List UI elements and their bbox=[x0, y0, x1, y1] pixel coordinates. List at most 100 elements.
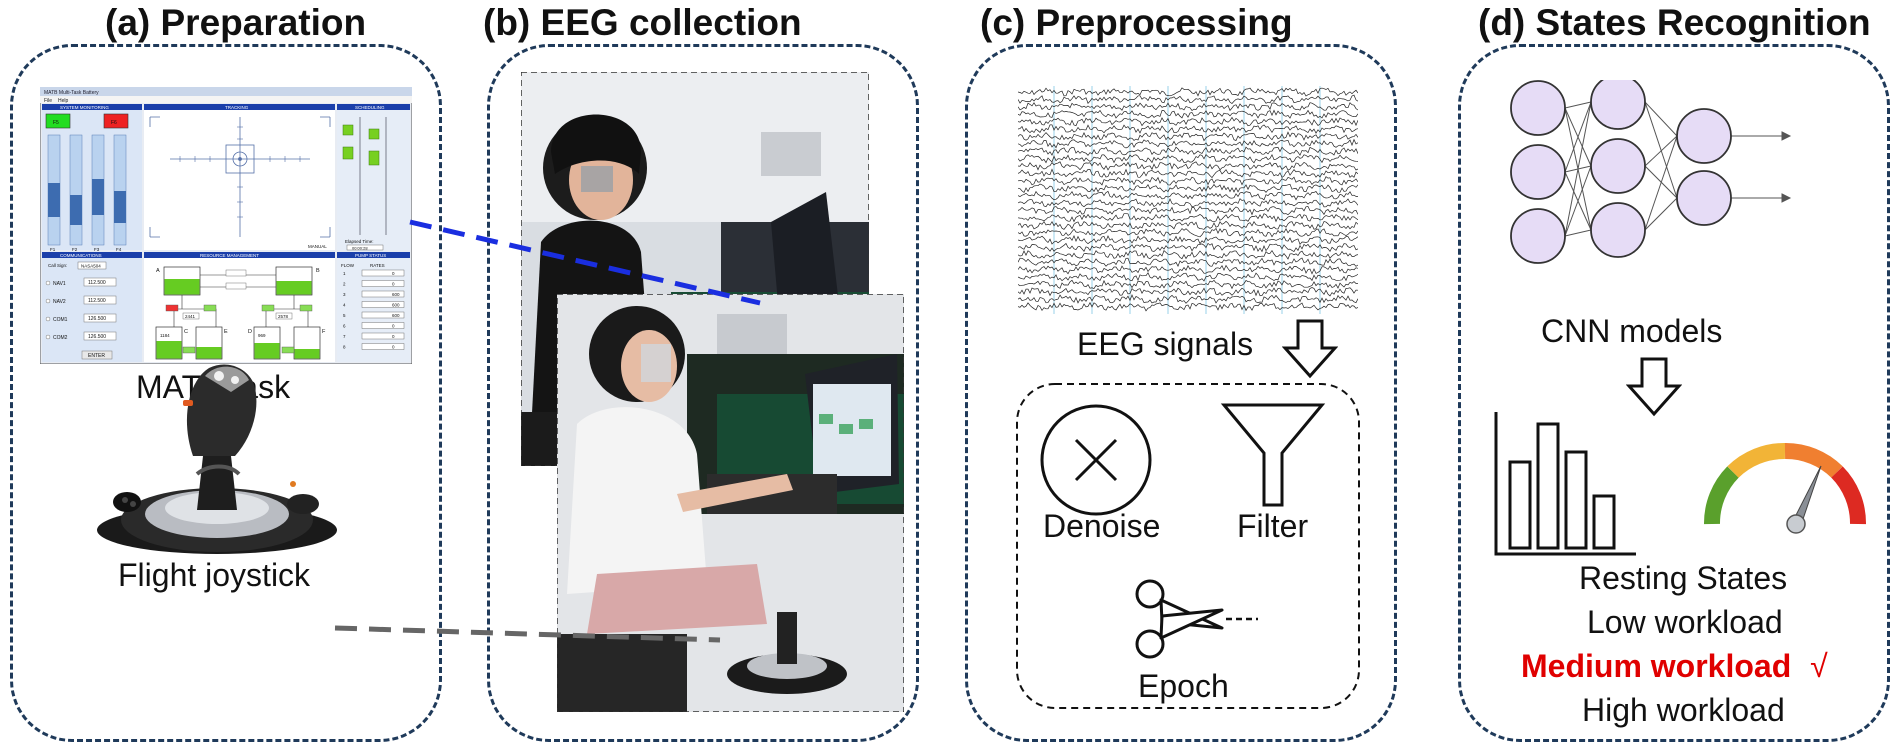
matb-pump-8: 8 bbox=[343, 345, 346, 350]
matb-rate-8: 0 bbox=[392, 345, 395, 350]
eeg-trace bbox=[1018, 102, 1358, 112]
state-low-workload: Low workload bbox=[1587, 604, 1783, 640]
matb-tracking: TRACKING bbox=[225, 105, 249, 110]
matb-tank-f: F bbox=[322, 329, 326, 335]
matb-pump-4: 4 bbox=[343, 303, 346, 308]
nn-node bbox=[1590, 202, 1646, 258]
nn-edge bbox=[1564, 229, 1592, 237]
matb-tank-e: E bbox=[224, 329, 228, 335]
matb-tank-c: C bbox=[184, 329, 188, 335]
eeg-trace bbox=[1018, 294, 1358, 304]
nn-node bbox=[1590, 138, 1646, 194]
eeg-trace bbox=[1018, 234, 1358, 245]
panel-a bbox=[10, 44, 442, 742]
eeg-signals-label: EEG signals bbox=[1077, 326, 1254, 362]
matb-pump-1: 1 bbox=[343, 271, 346, 276]
matb-radio-com1[interactable]: COM1 bbox=[53, 317, 68, 323]
matb-f6-light[interactable]: F6 bbox=[111, 120, 117, 126]
preprocessing-steps-frame bbox=[1016, 383, 1360, 709]
matb-rate-4: 600 bbox=[392, 303, 400, 308]
matb-elapsed-label: Elapsed Time: bbox=[345, 239, 374, 244]
matb-rate-box bbox=[361, 332, 405, 340]
nn-edge bbox=[1644, 101, 1678, 199]
panel-c bbox=[965, 44, 1397, 742]
matb-tank-a: A bbox=[156, 268, 160, 274]
epoch-scissors-icon bbox=[1135, 579, 1258, 659]
eeg-trace bbox=[1018, 124, 1358, 134]
eeg-trace bbox=[1018, 153, 1358, 164]
down-arrow-icon bbox=[1626, 357, 1682, 417]
panel-b bbox=[487, 44, 919, 742]
matb-tank-d-value: 969 bbox=[258, 333, 266, 338]
matb-scale-f4: F4 bbox=[116, 247, 122, 252]
matb-scale-f3: F3 bbox=[94, 247, 100, 252]
matb-freq-com2: 126.500 bbox=[88, 334, 106, 340]
matb-resource-management: RESOURCE MANAGEMENT bbox=[200, 253, 259, 258]
eeg-trace bbox=[1018, 242, 1358, 253]
nn-node bbox=[1590, 80, 1646, 130]
matb-scale-f2: F2 bbox=[72, 247, 78, 252]
matb-pump-3: 3 bbox=[343, 292, 346, 297]
matb-menu-help[interactable]: Help bbox=[58, 98, 69, 104]
matb-rate-box bbox=[361, 269, 405, 277]
matb-manual: MANUAL bbox=[308, 244, 327, 249]
state-resting: Resting States bbox=[1579, 560, 1788, 596]
matb-call-sign-label: Call Sign: bbox=[48, 263, 67, 268]
matb-tank-b: B bbox=[316, 268, 320, 274]
eeg-trace bbox=[1018, 198, 1358, 208]
nn-node bbox=[1676, 108, 1732, 164]
nn-node bbox=[1510, 80, 1566, 136]
matb-rate-box bbox=[361, 280, 405, 287]
eeg-trace bbox=[1018, 109, 1358, 119]
matb-freq-nav1: 112.500 bbox=[88, 280, 106, 286]
matb-menu-file[interactable]: File bbox=[44, 98, 52, 104]
nn-output-arrow bbox=[1781, 131, 1792, 141]
eeg-trace bbox=[1018, 220, 1358, 230]
bar-chart-icon bbox=[1494, 412, 1636, 556]
nn-edge bbox=[1644, 197, 1678, 231]
nn-output-arrow bbox=[1781, 193, 1792, 203]
nn-node bbox=[1510, 144, 1566, 200]
eeg-trace bbox=[1018, 264, 1358, 275]
matb-rate-5: 600 bbox=[392, 313, 400, 318]
panel-c-title: (c) Preprocessing bbox=[980, 2, 1293, 43]
eeg-trace bbox=[1018, 213, 1358, 223]
nn-node bbox=[1676, 170, 1732, 226]
matb-radio-nav2[interactable]: NAV2 bbox=[53, 299, 66, 305]
cnn-network-diagram bbox=[1510, 80, 1792, 264]
down-arrow-icon bbox=[1282, 319, 1338, 379]
matb-screenshot: MATB Multi-Task Battery File Help SYSTEM… bbox=[40, 87, 412, 364]
eeg-trace bbox=[1018, 205, 1358, 216]
eeg-trace bbox=[1018, 301, 1358, 312]
gauge-icon bbox=[1703, 442, 1867, 534]
matb-tank-a-value: 2441 bbox=[185, 314, 196, 319]
nn-edge bbox=[1564, 101, 1592, 237]
filter-label: Filter bbox=[1237, 508, 1309, 544]
matb-window-title: MATB Multi-Task Battery bbox=[44, 90, 99, 96]
matb-radio-nav1[interactable]: NAV1 bbox=[53, 281, 66, 287]
nn-edge bbox=[1564, 101, 1592, 173]
nn-edge bbox=[1564, 101, 1592, 109]
matb-radio-com2[interactable]: COM2 bbox=[53, 335, 68, 341]
eeg-trace bbox=[1018, 287, 1358, 297]
panel-a-title: (a) Preparation bbox=[105, 2, 367, 43]
matb-call-sign-value: NASA504 bbox=[81, 264, 101, 269]
matb-rate-box bbox=[361, 301, 405, 308]
matb-pump-status: PUMP STATUS bbox=[355, 253, 386, 258]
eeg-trace bbox=[1018, 116, 1358, 127]
denoise-icon bbox=[1040, 404, 1152, 516]
eeg-trace bbox=[1018, 257, 1358, 267]
matb-f5-light[interactable]: F5 bbox=[53, 120, 59, 126]
eeg-trace bbox=[1018, 176, 1358, 186]
eeg-photo-2 bbox=[557, 294, 904, 712]
filter-funnel-icon bbox=[1220, 403, 1326, 507]
eeg-signal-traces bbox=[1018, 86, 1358, 314]
matb-rates-header: RATES bbox=[370, 263, 385, 268]
matb-elapsed-value: 00:00:28 bbox=[352, 246, 368, 251]
matb-scheduling: SCHEDULING bbox=[355, 105, 385, 110]
matb-enter-button[interactable]: ENTER bbox=[88, 353, 105, 359]
panel-d-title: (d) States Recognition bbox=[1478, 2, 1871, 43]
flight-joystick-label: Flight joystick bbox=[118, 557, 311, 593]
eeg-trace bbox=[1018, 183, 1358, 193]
